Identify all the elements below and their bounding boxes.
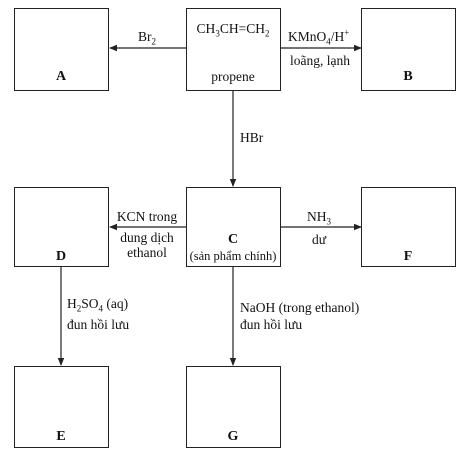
propene-name: propene [211,69,255,84]
reagent-to-D-3: ethanol [127,245,167,260]
reagent-to-A: Br2 [138,29,156,47]
reagent-to-B: KMnO4/H+ [288,27,350,47]
reagent-to-C: HBr [240,130,264,145]
reagent-to-G: NaOH (trong ethanol) [240,300,360,315]
box-G [186,366,281,448]
label-B: B [403,69,413,84]
box-D [14,187,109,267]
label-G: G [227,429,239,444]
label-E: E [56,429,66,444]
condition-to-E: đun hồi lưu [67,317,130,332]
label-C-note: (sản phẩm chính) [189,249,277,263]
propene-formula: CH3CH=CH2 [196,21,270,39]
box-A [14,8,109,91]
box-E [14,366,109,448]
reagent-to-D-1: KCN trong [116,209,178,224]
condition-to-B: loãng, lạnh [290,53,350,68]
reagent-to-F: NH3 [307,209,331,227]
reagent-to-E: H2SO4 (aq) [67,296,129,314]
reagent-to-D-2: dung dịch [120,230,174,245]
box-F [361,187,456,267]
box-C [186,187,281,267]
box-B [361,8,456,91]
box-propene [186,8,281,91]
condition-to-F: dư [312,232,327,247]
label-A: A [55,69,67,84]
condition-to-G: đun hồi lưu [240,317,303,332]
label-F: F [403,249,413,264]
label-D: D [55,249,67,264]
label-C: C [227,232,239,247]
